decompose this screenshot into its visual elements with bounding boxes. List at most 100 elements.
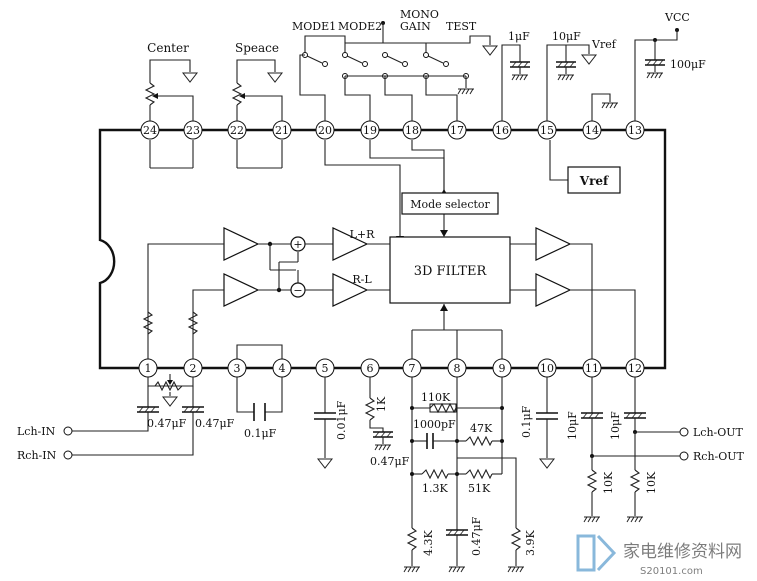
pin-3-number: 3 — [234, 362, 241, 375]
pin-19-number: 19 — [363, 124, 377, 137]
c5-label: 0.01μF — [335, 400, 348, 440]
c15-label: 10μF — [552, 30, 581, 43]
vref-top-label: Vref — [591, 38, 617, 51]
vref-block-label: Vref — [579, 174, 609, 188]
center-potentiometer: Center — [144, 41, 198, 121]
input-cap-lch: Lch-IN 0.47μF — [17, 386, 187, 438]
pin-15: 15 — [537, 120, 557, 140]
pin-2: 2 — [183, 358, 203, 378]
r-51k-label: 51K — [468, 482, 491, 495]
pin-18-number: 18 — [405, 124, 419, 137]
r-out2-label: 10K — [645, 471, 658, 494]
gain-label: GAIN — [400, 20, 431, 33]
filter-block: 3D FILTER — [389, 236, 511, 304]
pin-9-number: 9 — [499, 362, 506, 375]
input-balance-pot — [147, 374, 194, 407]
plus-node-label: + — [293, 238, 302, 251]
pin-8: 8 — [447, 358, 467, 378]
pin-10-number: 10 — [540, 362, 554, 375]
pin-7-number: 7 — [409, 362, 416, 375]
sum-amp-label: L+R — [350, 228, 376, 241]
pin-5-number: 5 — [322, 362, 329, 375]
pin-1: 1 — [138, 358, 158, 378]
mode1-label: MODE1 — [292, 20, 336, 33]
sum-diff-nodes: + − — [269, 236, 333, 298]
c-047b-label: 0.47μF — [470, 516, 483, 556]
pin-2-number: 2 — [190, 362, 197, 375]
pin-20: 20 — [315, 120, 335, 140]
c-in2-label: 0.47μF — [195, 417, 235, 430]
c-1000p-label: 1000pF — [413, 418, 456, 431]
pin-23-number: 23 — [186, 124, 200, 137]
pin-6: 6 — [360, 358, 380, 378]
lch-out-label: Lch-OUT — [693, 426, 744, 439]
rch-out-label: Rch-OUT — [693, 450, 745, 463]
pin-19: 19 — [360, 120, 380, 140]
vcc-supply: VCC 100μF — [634, 11, 706, 121]
mode-selector-label: Mode selector — [410, 198, 490, 211]
output-lch: 10μF Rch-OUT 10K — [566, 377, 745, 523]
diff-amp-label: R-L — [352, 273, 372, 286]
pin-22: 22 — [227, 120, 247, 140]
output-amp-bottom — [510, 273, 636, 365]
pin-16: 16 — [492, 120, 512, 140]
r-4k3-label: 4.3K — [422, 530, 435, 556]
watermark-title: 家电维修资料网 — [623, 542, 742, 562]
pin-17: 17 — [447, 120, 467, 140]
cap-pin16: 1μF — [501, 30, 530, 121]
filter-label: 3D FILTER — [414, 264, 488, 279]
lch-in-label: Lch-IN — [17, 425, 56, 438]
r-110k-label: 110K — [421, 391, 451, 404]
test-label: TEST — [446, 20, 477, 33]
pin-17-number: 17 — [450, 124, 464, 137]
c16-label: 1μF — [508, 30, 530, 43]
c-in1-label: 0.47μF — [147, 417, 187, 430]
pin-3: 3 — [227, 358, 247, 378]
pin-23: 23 — [183, 120, 203, 140]
r-out1-label: 10K — [602, 471, 615, 494]
r-3k9-label: 3.9K — [524, 530, 537, 556]
pin-11-number: 11 — [585, 362, 599, 375]
c34-label: 0.1μF — [244, 427, 277, 440]
pin-21: 21 — [272, 120, 292, 140]
pin-14: 14 — [582, 120, 602, 140]
input-amp-top — [147, 227, 296, 365]
minus-node-label: − — [293, 284, 302, 297]
r-47k-label: 47K — [470, 422, 493, 435]
pin-1-number: 1 — [145, 362, 152, 375]
cap-pin5: 0.01μF — [314, 377, 348, 469]
watermark: 家电维修资料网 S20101.com — [576, 534, 742, 577]
bottom-pin-row: 1 2 3 4 5 6 7 8 9 10 11 12 — [138, 358, 645, 378]
pin-7: 7 — [402, 358, 422, 378]
pin-12-number: 12 — [628, 362, 642, 375]
mode2-label: MODE2 — [338, 20, 382, 33]
input-amp-bottom — [192, 273, 296, 365]
input-cap-rch: Rch-IN 0.47μF — [17, 386, 235, 462]
pin-9: 9 — [492, 358, 512, 378]
sum-amp: L+R — [332, 227, 390, 261]
rc-pin6: 1K 0.47μF — [364, 377, 410, 468]
c6-label: 0.47μF — [370, 455, 410, 468]
c13-label: 100μF — [670, 58, 706, 71]
watermark-logo-icon — [576, 534, 617, 572]
mode-switches: MODE1 MODE2 MONO GAIN TEST — [292, 8, 498, 121]
internal-resistors — [142, 311, 199, 335]
pin-14-number: 14 — [585, 124, 599, 137]
pin-21-number: 21 — [275, 124, 289, 137]
pin-4: 4 — [272, 358, 292, 378]
output-rch: 10μF Lch-OUT 10K — [609, 377, 744, 523]
speace-label: Speace — [235, 41, 279, 55]
c10-label: 0.1μF — [520, 405, 533, 438]
watermark-url: S20101.com — [640, 566, 703, 577]
center-label: Center — [147, 41, 189, 55]
ic-body — [98, 128, 667, 370]
speace-potentiometer: Speace — [231, 41, 283, 121]
pin-24-number: 24 — [143, 124, 157, 137]
top-pin-row: 24 23 22 21 20 19 18 17 16 15 14 13 — [140, 120, 645, 140]
mode-selector-block: Mode selector — [401, 192, 499, 215]
r-1k3-label: 1.3K — [422, 482, 448, 495]
r6-label: 1K — [375, 396, 388, 412]
rch-in-label: Rch-IN — [17, 449, 57, 462]
pin-24: 24 — [140, 120, 160, 140]
